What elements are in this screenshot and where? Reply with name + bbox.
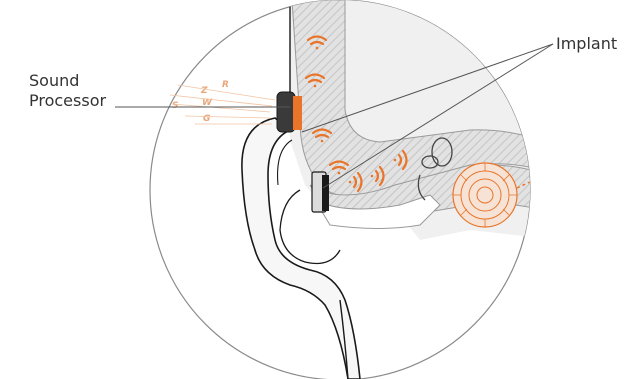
sound-processor-device — [277, 92, 302, 132]
sound-processor-label-line2: Processor — [29, 91, 106, 110]
sound-processor-label-line1: Sound — [29, 71, 79, 90]
implant-device — [312, 172, 329, 212]
sound-letter-s: S — [172, 101, 178, 111]
sound-letter-g: G — [203, 114, 210, 124]
implant-label: Implant — [556, 34, 617, 53]
sound-letter-r: R — [222, 80, 229, 90]
sound-letter-z: Z — [200, 86, 208, 96]
